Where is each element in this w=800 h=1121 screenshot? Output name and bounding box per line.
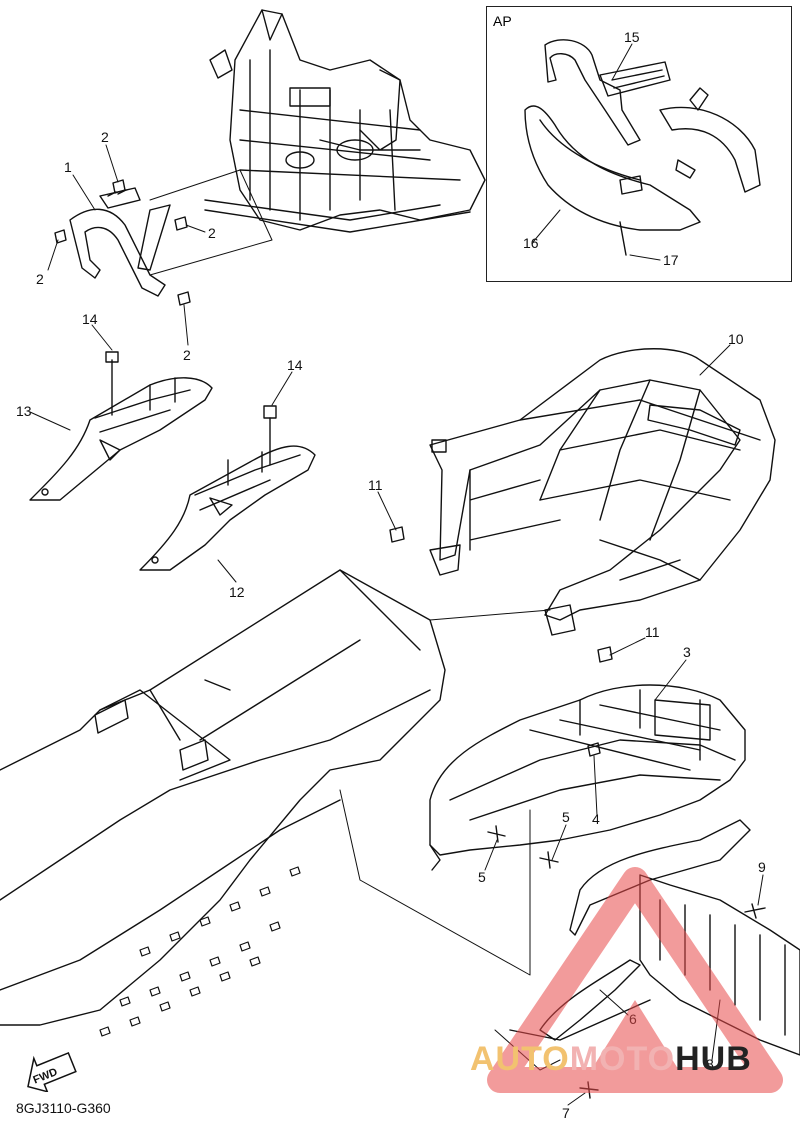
- fwd-arrow-icon: FWD: [18, 1048, 78, 1092]
- callout-15: 15: [624, 29, 640, 45]
- callout-13: 13: [16, 403, 32, 419]
- callout-5: 5: [562, 809, 570, 825]
- callout-2: 2: [101, 129, 109, 145]
- bolts-part-2: [55, 180, 190, 305]
- watermark-text: AUTOMOTOHUB: [470, 1040, 752, 1079]
- inset-bumper-assembly: [525, 40, 760, 255]
- watermark-logo: [470, 860, 800, 1115]
- inset-frame: AP: [486, 6, 792, 282]
- callout-11: 11: [645, 624, 660, 640]
- callout-4: 4: [592, 811, 600, 827]
- watermark-text-moto: MOTO: [569, 1040, 676, 1078]
- callout-7: 7: [562, 1105, 570, 1121]
- part-1-bumper: [70, 188, 170, 296]
- callout-14: 14: [287, 357, 303, 373]
- callout-12: 12: [229, 584, 245, 600]
- callout-2: 2: [36, 271, 44, 287]
- callout-9: 9: [758, 859, 766, 875]
- inset-label: AP: [493, 13, 512, 29]
- callout-2: 2: [208, 225, 216, 241]
- callout-11: 11: [368, 477, 383, 493]
- callout-10: 10: [728, 331, 744, 347]
- chassis-tunnel: [0, 570, 445, 1036]
- part-10-rear-frame: [390, 349, 775, 662]
- part-13-side-cover: [30, 352, 212, 500]
- watermark-text-hub: HUB: [675, 1040, 752, 1078]
- callout-8: 8: [706, 1056, 714, 1072]
- watermark-text-auto: AUTO: [470, 1040, 570, 1078]
- callout-1: 1: [64, 159, 72, 175]
- drawing-code: 8GJ3110-G360: [16, 1100, 111, 1116]
- callout-17: 17: [663, 252, 679, 268]
- callout-5: 5: [478, 869, 486, 885]
- main-frame: [205, 10, 485, 232]
- part-12-side-cover: [140, 406, 315, 570]
- leader-lines: [30, 44, 763, 1105]
- callout-3: 3: [683, 644, 691, 660]
- callout-16: 16: [523, 235, 539, 251]
- callout-2: 2: [183, 347, 191, 363]
- callout-14: 14: [82, 311, 98, 327]
